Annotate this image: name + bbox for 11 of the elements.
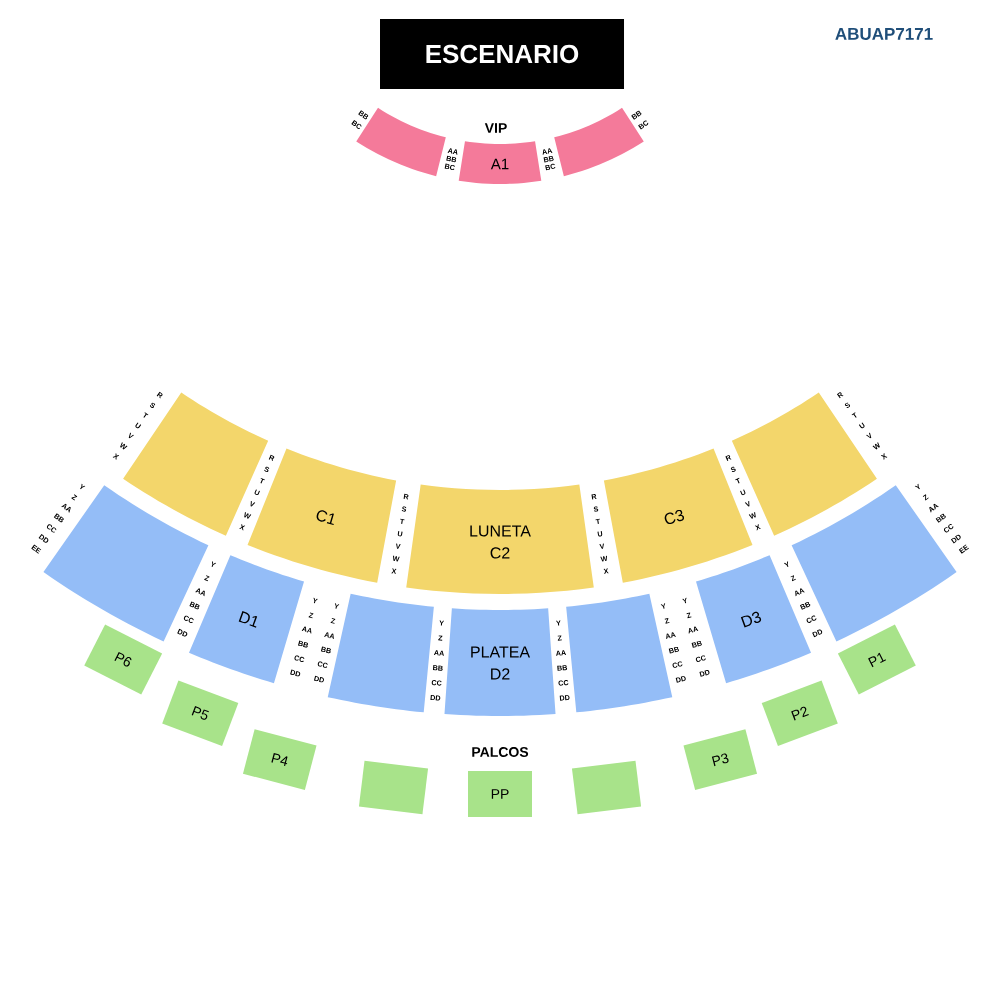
seating-section xyxy=(43,485,209,642)
seating-section xyxy=(566,593,673,713)
seating-section xyxy=(123,392,269,536)
seating-section xyxy=(731,392,877,536)
box-section xyxy=(358,760,429,815)
seating-section xyxy=(791,485,957,642)
map-code: ABUAP7171 xyxy=(835,28,933,40)
stage-box: ESCENARIO xyxy=(380,19,624,89)
box-section xyxy=(571,760,642,815)
seating-section xyxy=(327,593,434,713)
seating-section: PLATEA D2 xyxy=(444,608,556,716)
